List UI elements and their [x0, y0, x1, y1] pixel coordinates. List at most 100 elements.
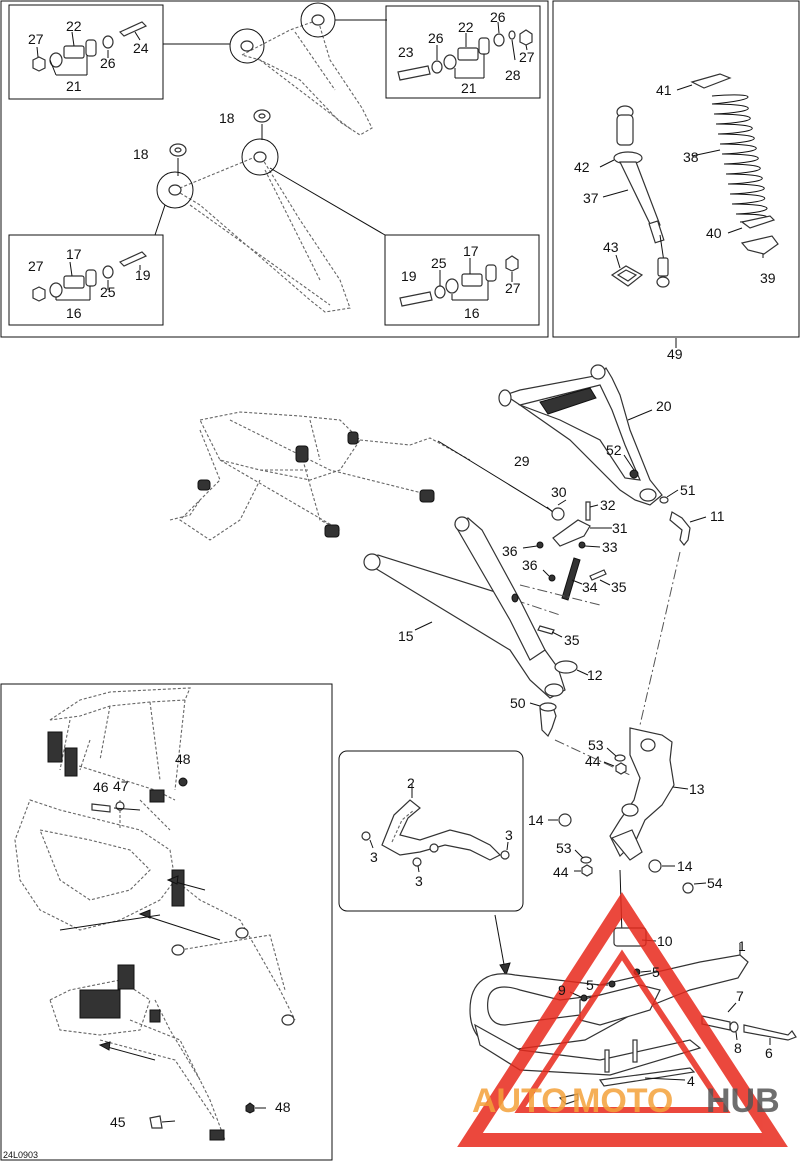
callout-19: 19	[401, 268, 417, 284]
bushing-kit-box-16-right	[384, 234, 540, 326]
callout-44: 44	[553, 864, 569, 880]
callout-17: 17	[463, 243, 479, 259]
ski-handle-2	[381, 799, 502, 861]
callout-53: 53	[556, 840, 572, 856]
callout-41: 41	[656, 82, 672, 98]
callout-19: 19	[135, 267, 151, 283]
watermark-text-moto: MOTO	[572, 1082, 673, 1120]
callout-8: 8	[734, 1040, 742, 1056]
bushing-kit-16-left-parts	[32, 251, 148, 302]
bushing-kit-16-right-parts	[399, 255, 519, 307]
callout-48: 48	[275, 1099, 291, 1115]
upper-a-arm-detail-panel	[0, 0, 549, 338]
callout-26: 26	[428, 30, 444, 46]
callout-30: 30	[551, 484, 567, 500]
callout-5: 5	[586, 977, 594, 993]
callout-18: 18	[219, 110, 235, 126]
callout-50: 50	[510, 695, 526, 711]
spindle-13	[609, 727, 675, 861]
callout-15: 15	[398, 628, 414, 644]
upper-a-arm-sketch	[229, 2, 373, 136]
callout-1: 1	[738, 938, 746, 954]
callout-31: 31	[612, 520, 628, 536]
callout-22: 22	[458, 19, 474, 35]
callout-49: 49	[667, 346, 683, 362]
callout-39: 39	[760, 270, 776, 286]
callout-37: 37	[583, 190, 599, 206]
callout-17: 17	[66, 246, 82, 262]
callout-51: 51	[680, 482, 696, 498]
callout-40: 40	[706, 225, 722, 241]
callout-24: 24	[133, 40, 149, 56]
watermark-text-auto: AUTO	[472, 1082, 568, 1120]
callout-2: 2	[407, 775, 415, 791]
callout-34: 34	[582, 579, 598, 595]
callout-3: 3	[415, 873, 423, 889]
callout-3: 3	[370, 849, 378, 865]
callout-54: 54	[707, 875, 723, 891]
callout-46: 46	[93, 779, 109, 795]
callout-38: 38	[683, 149, 699, 165]
callout-27: 27	[505, 280, 521, 296]
callout-53: 53	[588, 737, 604, 753]
bushing-kit-box-16-left	[8, 234, 164, 326]
callout-44: 44	[585, 753, 601, 769]
shock-absorber-panel	[552, 0, 800, 338]
callout-22: 22	[66, 18, 82, 34]
upper-left-bushing-callout-circle	[229, 28, 265, 64]
callout-25: 25	[100, 284, 116, 300]
bushing-kit-box-21-left	[8, 4, 164, 100]
washer-18-parts	[169, 109, 271, 176]
callout-21: 21	[66, 78, 82, 94]
callout-27: 27	[519, 49, 535, 65]
callout-26: 26	[490, 9, 506, 25]
watermark-triangle-icon	[457, 892, 788, 1147]
document-code: 24L0903	[3, 1150, 38, 1160]
callout-23: 23	[398, 44, 414, 60]
front-frame-panel	[0, 683, 333, 1161]
callout-16: 16	[464, 305, 480, 321]
callout-25: 25	[431, 255, 447, 271]
watermark-logo	[457, 892, 788, 1147]
callout-21: 21	[461, 80, 477, 96]
callout-35: 35	[611, 579, 627, 595]
callout-36: 36	[522, 557, 538, 573]
callout-14: 14	[677, 858, 693, 874]
bushing-kit-box-21-right	[385, 5, 541, 99]
callout-6: 6	[765, 1045, 773, 1061]
callout-27: 27	[28, 258, 44, 274]
shock-absorber-parts	[610, 73, 779, 288]
chassis-frame-sketch	[169, 411, 471, 541]
callout-28: 28	[505, 67, 521, 83]
callout-5: 5	[652, 964, 660, 980]
callout-16: 16	[66, 305, 82, 321]
callout-36: 36	[502, 543, 518, 559]
callout-27: 27	[28, 31, 44, 47]
callout-4: 4	[687, 1073, 695, 1089]
callout-9: 9	[558, 982, 566, 998]
callout-52: 52	[606, 442, 622, 458]
lower-left-bushing-callout-circle	[156, 171, 194, 209]
callout-10: 10	[657, 933, 673, 949]
callout-45: 45	[110, 1114, 126, 1130]
lower-a-arm-sketch	[156, 138, 351, 313]
callout-20: 20	[656, 398, 672, 414]
callout-33: 33	[602, 539, 618, 555]
callout-47: 47	[113, 778, 129, 794]
front-frame-sketch	[14, 687, 296, 1141]
callout-32: 32	[600, 497, 616, 513]
watermark-text-hub: HUB	[706, 1082, 780, 1120]
callout-14: 14	[528, 812, 544, 828]
upper-a-arm-20	[498, 364, 663, 506]
callout-12: 12	[587, 667, 603, 683]
callout-7: 7	[736, 988, 744, 1004]
callout-11: 11	[710, 508, 725, 524]
bushing-kit-21-right-parts	[397, 29, 533, 81]
callout-29: 29	[514, 453, 530, 469]
callout-43: 43	[603, 239, 619, 255]
callout-35: 35	[564, 632, 580, 648]
lower-right-bushing-callout-circle	[241, 138, 279, 176]
callout-42: 42	[574, 159, 590, 175]
callout-26: 26	[100, 55, 116, 71]
